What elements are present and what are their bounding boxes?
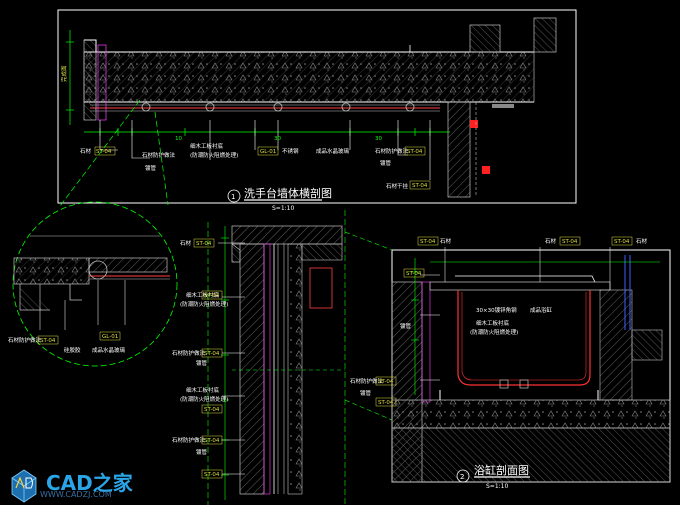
bath-label-mdf: 细木工板衬底 [476, 319, 510, 327]
plan-wall-body [83, 17, 557, 198]
bath-label-tube: 镀管 [400, 322, 412, 330]
bath-label-stone3: 石材 [636, 237, 648, 245]
label-prot-2: 石材防护做法 [375, 147, 409, 155]
bath-scale: S=1:10 [486, 483, 508, 490]
center-section [207, 210, 346, 505]
label-prot-1: 石材防护做法 [142, 151, 176, 159]
plan-scale: S=1:10 [272, 205, 294, 212]
center-label-mdf3: 细木工板衬底 [186, 386, 220, 394]
bath-label-st04b: ST-04 [562, 239, 578, 245]
label-num10: 10 [175, 136, 182, 142]
detail-label-st04: ST-04 [40, 338, 56, 344]
bath-label-tube2: 镀管 [360, 389, 372, 397]
bath-leaders [420, 247, 611, 381]
detail-circle [12, 99, 178, 367]
bath-body [391, 255, 671, 483]
label-gl01-1: GL-01 [260, 149, 276, 155]
center-label-st04c: ST-04 [204, 351, 220, 357]
bath-label-stone2: 石材 [545, 237, 557, 245]
watermark-site: WWW.CADZJ.COM [40, 490, 112, 499]
center-label-mdf2: (防潮防火阻燃处理) [180, 300, 228, 308]
label-glass-1: 成品水晶玻璃 [316, 147, 350, 155]
plan-title-num: 1 [231, 193, 235, 201]
bath-title: 浴缸剖面图 [474, 463, 529, 477]
label-stone-1: 石材 [80, 147, 92, 155]
label-vertical-tag: 完成面 [60, 65, 68, 82]
bath-label-stone: 石材 [440, 237, 452, 245]
center-label-tube: 镀管 [196, 359, 208, 367]
plan-title-block: 1 洗手台墙体横剖图 S=1:10 [227, 186, 332, 212]
detail-label-glue: 硅胶胶 [64, 346, 81, 354]
watermark-logo [11, 469, 37, 503]
label-mdf-1b: (防潮防火阻燃处理) [190, 151, 238, 159]
center-label-st04b: ST-04 [204, 293, 220, 299]
center-label-mdf: 细木工板衬底 [186, 291, 220, 299]
center-label-st04d: ST-04 [204, 407, 220, 413]
label-st04-2: ST-04 [407, 149, 423, 155]
bath-label-st04e: ST-04 [378, 379, 394, 385]
center-label-st04e: ST-04 [204, 438, 220, 444]
bath-label-board: 30×30镀锌角钢 [476, 306, 517, 314]
detail-label-glass: 成品水晶玻璃 [92, 346, 126, 354]
bath-label-st04d: ST-04 [406, 271, 422, 277]
center-label-prot: 石材防护做法 [172, 349, 206, 357]
detail-label-gl01: GL-01 [102, 334, 118, 340]
center-label-st04: ST-04 [196, 241, 212, 247]
label-hang-1: 石材干挂 [386, 182, 409, 190]
label-tube-1: 镀管 [145, 164, 157, 172]
bath-label-prot: 石材防护做法 [350, 377, 384, 385]
label-steel-1: 不锈钢 [282, 147, 299, 155]
bath-label-st04c: ST-04 [614, 239, 630, 245]
center-label-stone: 石材 [180, 239, 192, 247]
bath-label-st04a: ST-04 [420, 239, 436, 245]
plan-section-frame [57, 9, 577, 204]
label-num30b: 30 [375, 136, 382, 142]
bath-title-num: 2 [460, 473, 464, 481]
plan-title: 洗手台墙体横剖图 [244, 186, 332, 200]
plan-labels: 完成面 石材 ST-04 石材防护做法 镀管 细木工板衬底 (防潮防火阻燃处理)… [60, 65, 431, 190]
watermark-brand: CAD之家 [46, 471, 133, 495]
center-leaders [218, 242, 245, 475]
label-st04-3: ST-04 [412, 183, 428, 189]
plan-leader-lines [99, 120, 431, 180]
bath-title-block: 2 浴缸剖面图 S=1:10 [456, 463, 530, 490]
label-num30: 30 [274, 136, 281, 142]
center-label-st04f: ST-04 [204, 472, 220, 478]
label-tube-2: 镀管 [380, 159, 392, 167]
center-label-mdf4: (防潮防火阻燃处理) [180, 395, 228, 403]
detail-label-prot: 石材防护做法 [8, 336, 42, 344]
detail-labels [39, 280, 126, 330]
center-label-prot2: 石材防护做法 [172, 436, 206, 444]
bath-label-gl: 成品浴缸 [530, 306, 553, 314]
bath-label-st04f: ST-04 [378, 400, 394, 406]
center-label-tube2: 镀管 [196, 448, 208, 456]
label-st04-1: ST-04 [96, 149, 112, 155]
label-mdf-1: 细木工板衬底 [190, 142, 224, 150]
bath-label-mdf2: (防潮防火阻燃处理) [470, 328, 518, 336]
